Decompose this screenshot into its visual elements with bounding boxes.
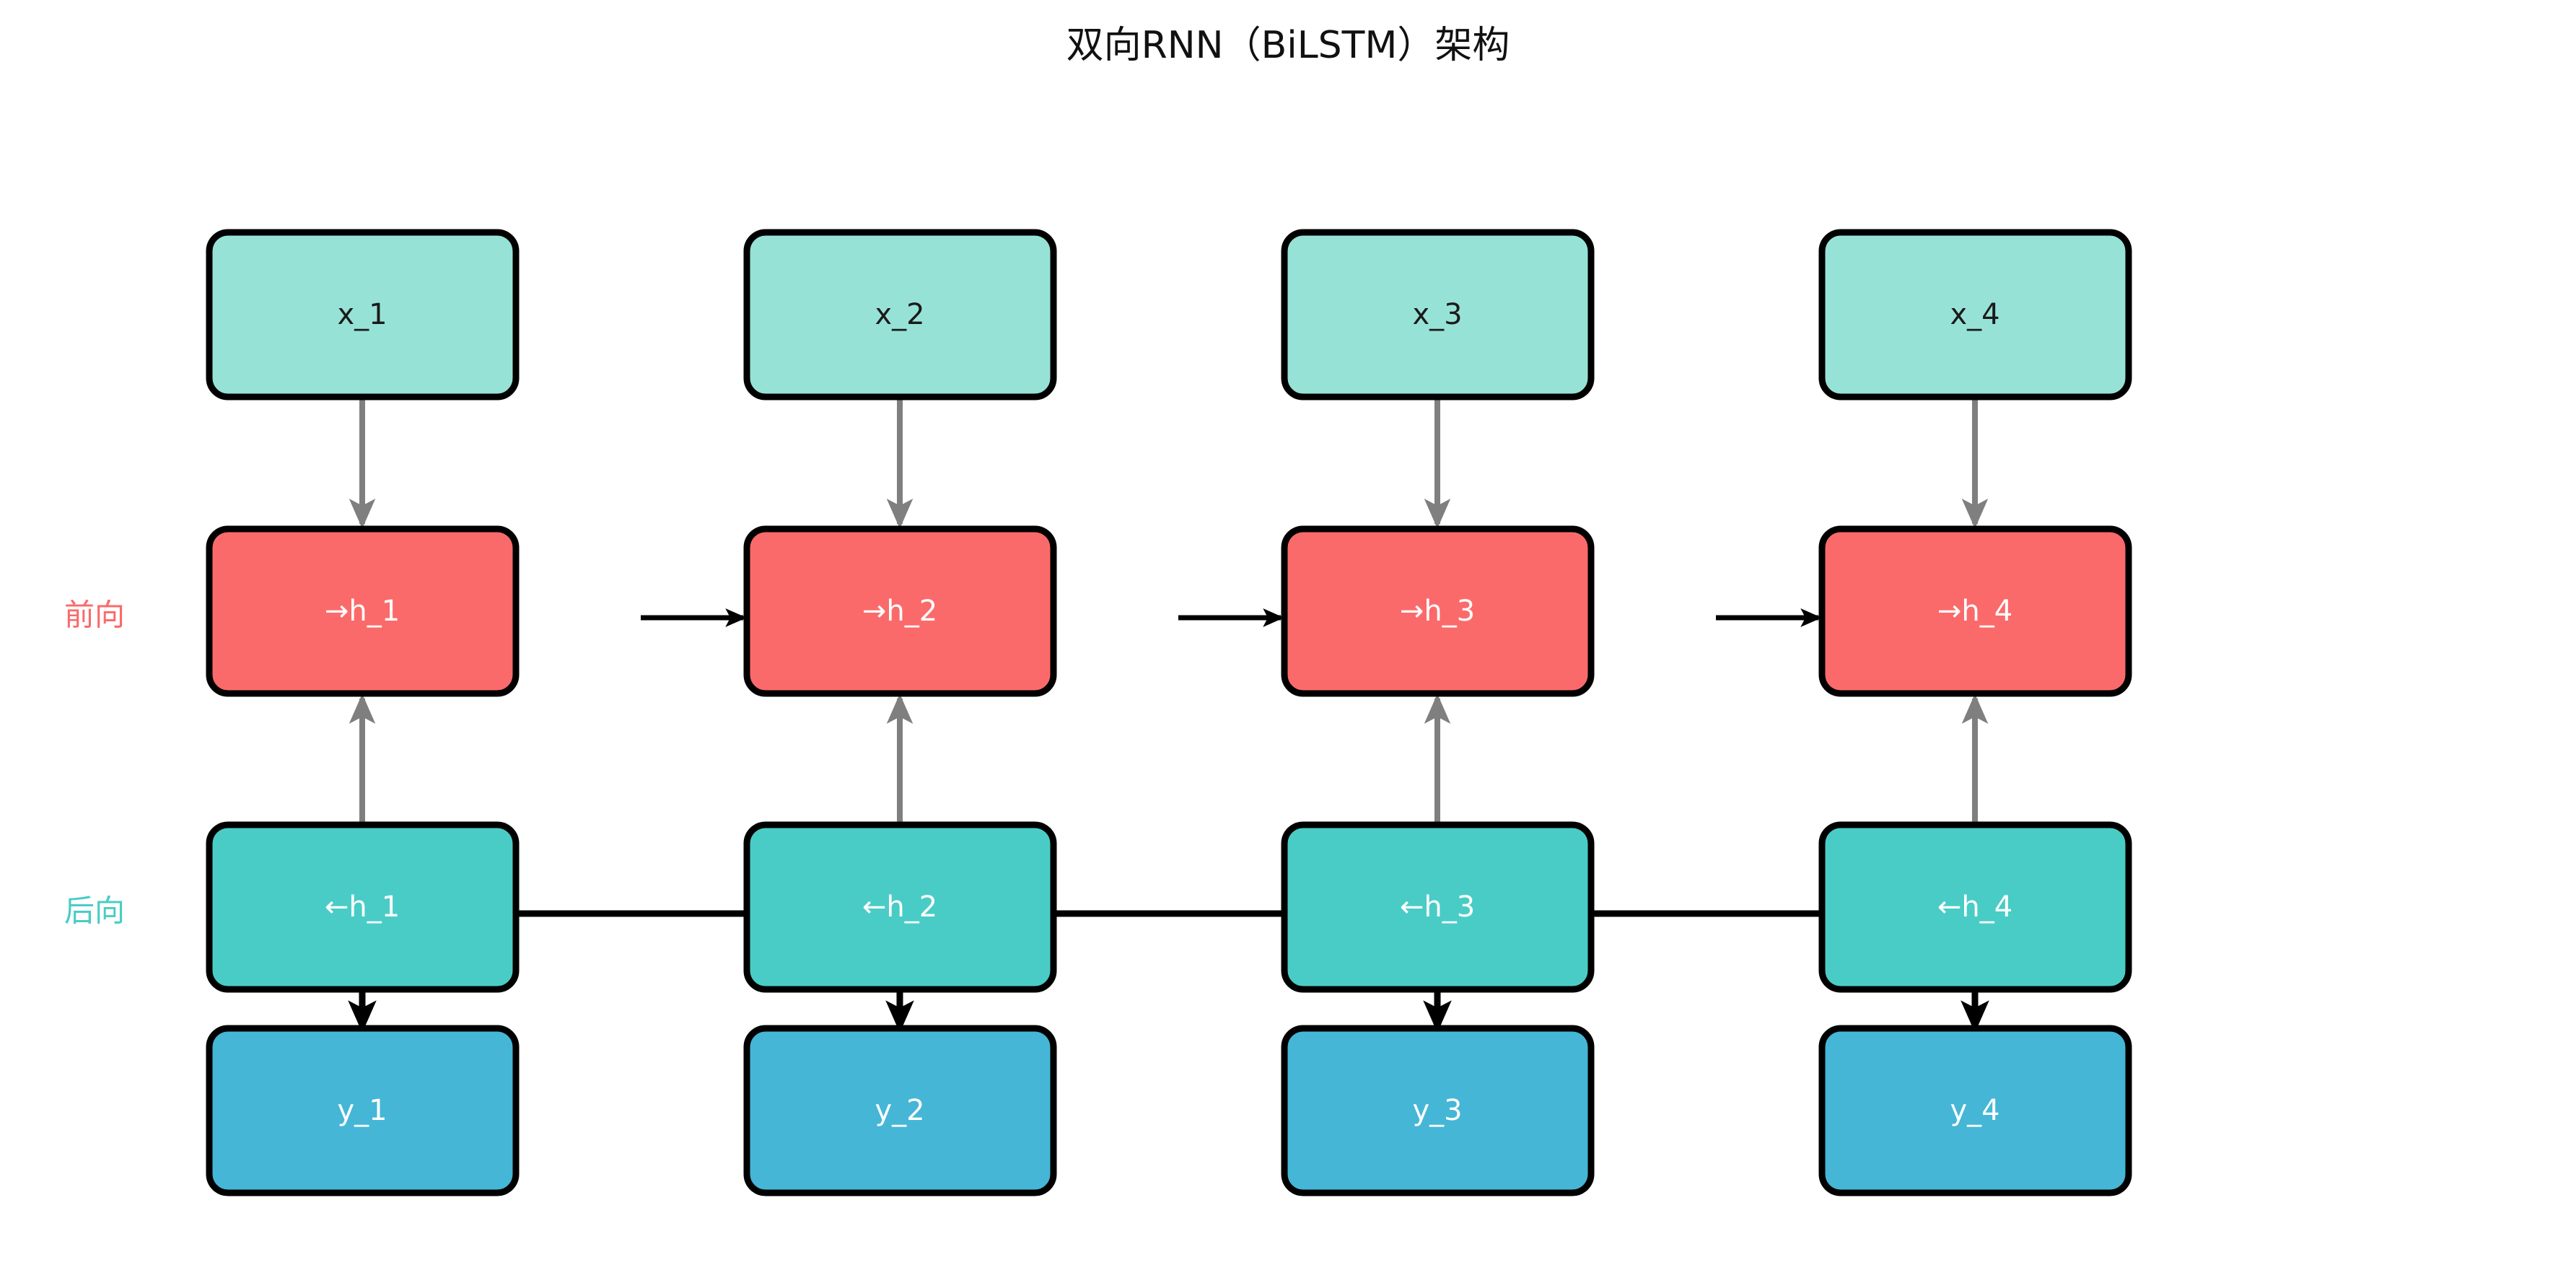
node-box[interactable] (743, 525, 1057, 697)
node-label: y_3 (1412, 1094, 1462, 1127)
node-label: →h_3 (1400, 595, 1475, 628)
row-output: y_1 y_2 y_3 y_4 (206, 1025, 2132, 1196)
node-output-4[interactable]: y_4 (1818, 1025, 2132, 1196)
node-box[interactable] (1818, 525, 2132, 697)
edges-backward-to-output (348, 987, 1989, 1033)
node-label: y_2 (875, 1094, 924, 1127)
node-backward-1[interactable]: ←h_1 (206, 821, 520, 993)
node-input-2[interactable]: x_2 (743, 229, 1057, 401)
node-label: ←h_3 (1400, 890, 1475, 924)
node-label: x_4 (1950, 298, 1999, 331)
node-forward-4[interactable]: →h_4 (1818, 525, 2132, 697)
node-output-1[interactable]: y_1 (206, 1025, 520, 1196)
node-backward-2[interactable]: ←h_2 (743, 821, 1057, 993)
node-box[interactable] (1281, 821, 1595, 993)
node-label: →h_1 (325, 595, 400, 628)
node-label: x_1 (337, 298, 387, 331)
node-box[interactable] (1281, 1025, 1595, 1196)
row-backward-hidden: ←h_1 ←h_2 ←h_3 ←h_4 (206, 821, 2132, 993)
node-label: ←h_2 (862, 890, 937, 924)
node-label: y_1 (337, 1094, 387, 1127)
node-box[interactable] (206, 821, 520, 993)
node-label: y_4 (1950, 1094, 1999, 1127)
node-output-3[interactable]: y_3 (1281, 1025, 1595, 1196)
row-label-backward: 后向 (64, 893, 125, 929)
row-forward-hidden: →h_1 →h_2 →h_3 →h_4 (206, 525, 2132, 697)
row-input: x_1 x_2 x_3 x_4 (206, 229, 2132, 401)
edges-input-to-forward (349, 398, 1989, 529)
node-label: ←h_4 (1937, 890, 2012, 924)
node-input-4[interactable]: x_4 (1818, 229, 2132, 401)
node-box[interactable] (743, 821, 1057, 993)
node-label: →h_4 (1937, 595, 2012, 628)
node-box[interactable] (206, 525, 520, 697)
node-forward-1[interactable]: →h_1 (206, 525, 520, 697)
page-title: 双向RNN（BiLSTM）架构 (1066, 24, 1510, 67)
node-box[interactable] (1281, 229, 1595, 401)
node-box[interactable] (743, 1025, 1057, 1196)
node-backward-4[interactable]: ←h_4 (1818, 821, 2132, 993)
node-box[interactable] (743, 229, 1057, 401)
node-label: →h_2 (862, 595, 937, 628)
node-box[interactable] (1281, 525, 1595, 697)
node-box[interactable] (1818, 229, 2132, 401)
node-box[interactable] (1818, 1025, 2132, 1196)
node-label: x_2 (875, 298, 924, 331)
node-box[interactable] (206, 229, 520, 401)
node-backward-3[interactable]: ←h_3 (1281, 821, 1595, 993)
row-label-forward: 前向 (64, 598, 125, 633)
node-box[interactable] (206, 1025, 520, 1196)
node-forward-3[interactable]: →h_3 (1281, 525, 1595, 697)
node-box[interactable] (1818, 821, 2132, 993)
node-label: ←h_1 (325, 890, 400, 924)
node-input-1[interactable]: x_1 (206, 229, 520, 401)
node-label: x_3 (1412, 298, 1462, 331)
node-forward-2[interactable]: →h_2 (743, 525, 1057, 697)
node-output-2[interactable]: y_2 (743, 1025, 1057, 1196)
node-input-3[interactable]: x_3 (1281, 229, 1595, 401)
edges-backward-to-forward (349, 693, 1989, 823)
